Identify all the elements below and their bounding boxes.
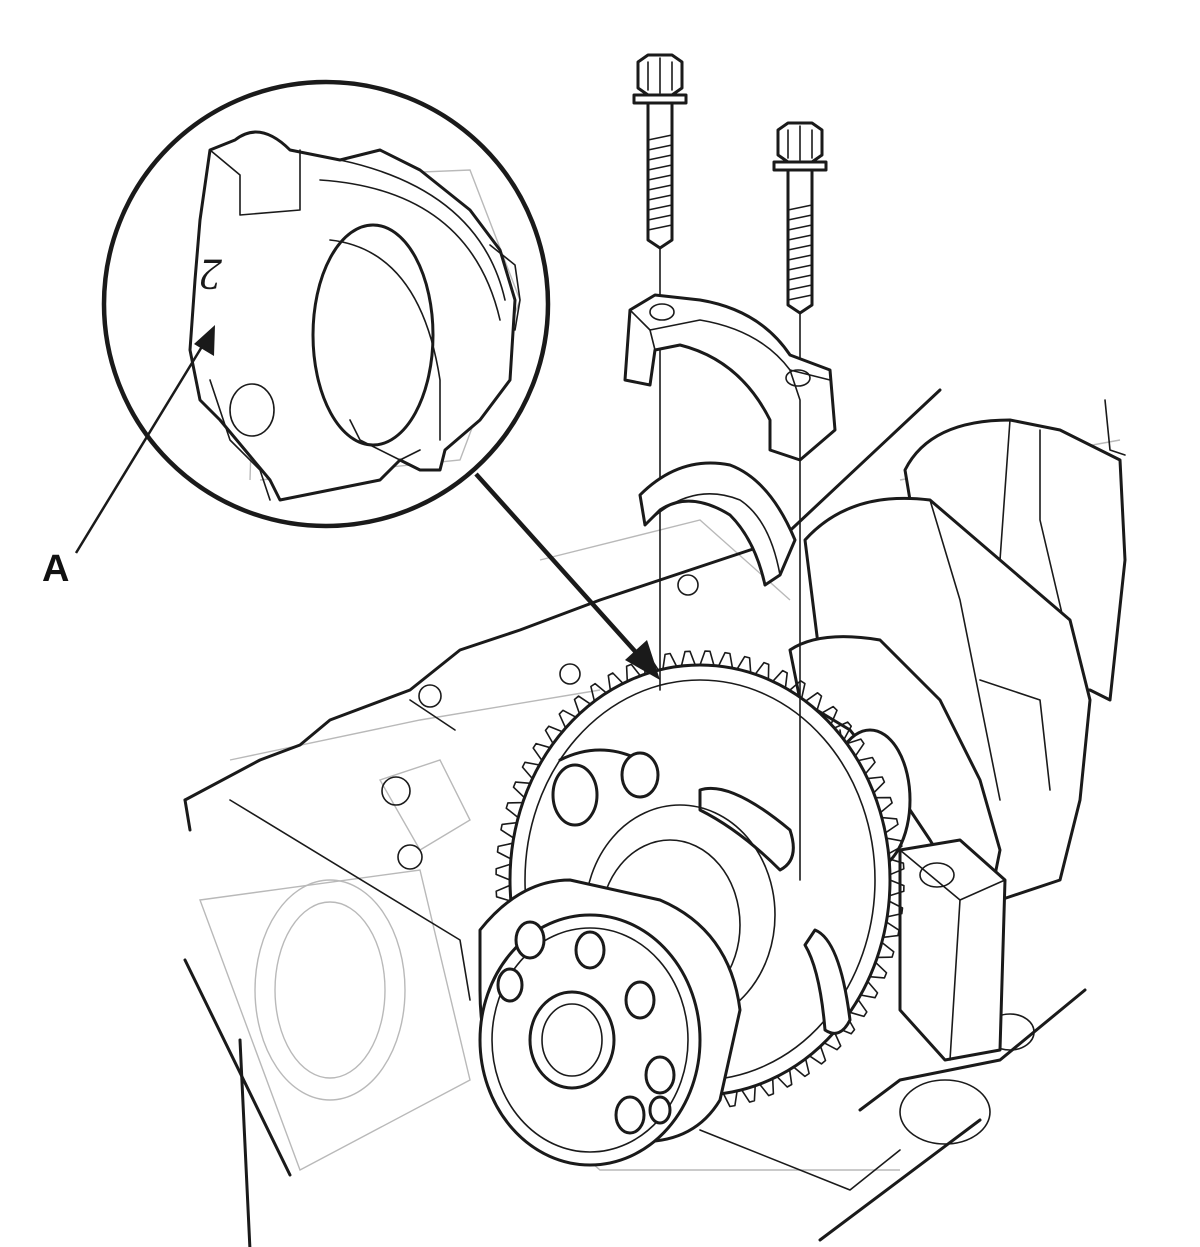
crankshaft-pulley-hub	[478, 878, 742, 1167]
bearing-cap-stamp-mark: 2	[200, 250, 222, 299]
removed-bearing-shell	[638, 461, 797, 587]
removed-bearing-cap	[623, 293, 837, 462]
bearing-cap-bolt-right	[772, 121, 828, 315]
bearing-cap-bolt-left	[632, 53, 688, 250]
callout-a-leader-arrow	[74, 325, 215, 554]
crankshaft-counterweights	[788, 399, 1127, 902]
detail-pointer-arrow	[474, 472, 660, 680]
callout-label-a: A	[42, 548, 70, 590]
detail-magnifier-circle	[101, 79, 551, 529]
engine-block	[183, 388, 1087, 1247]
front-bearing-cap	[898, 838, 1007, 1062]
